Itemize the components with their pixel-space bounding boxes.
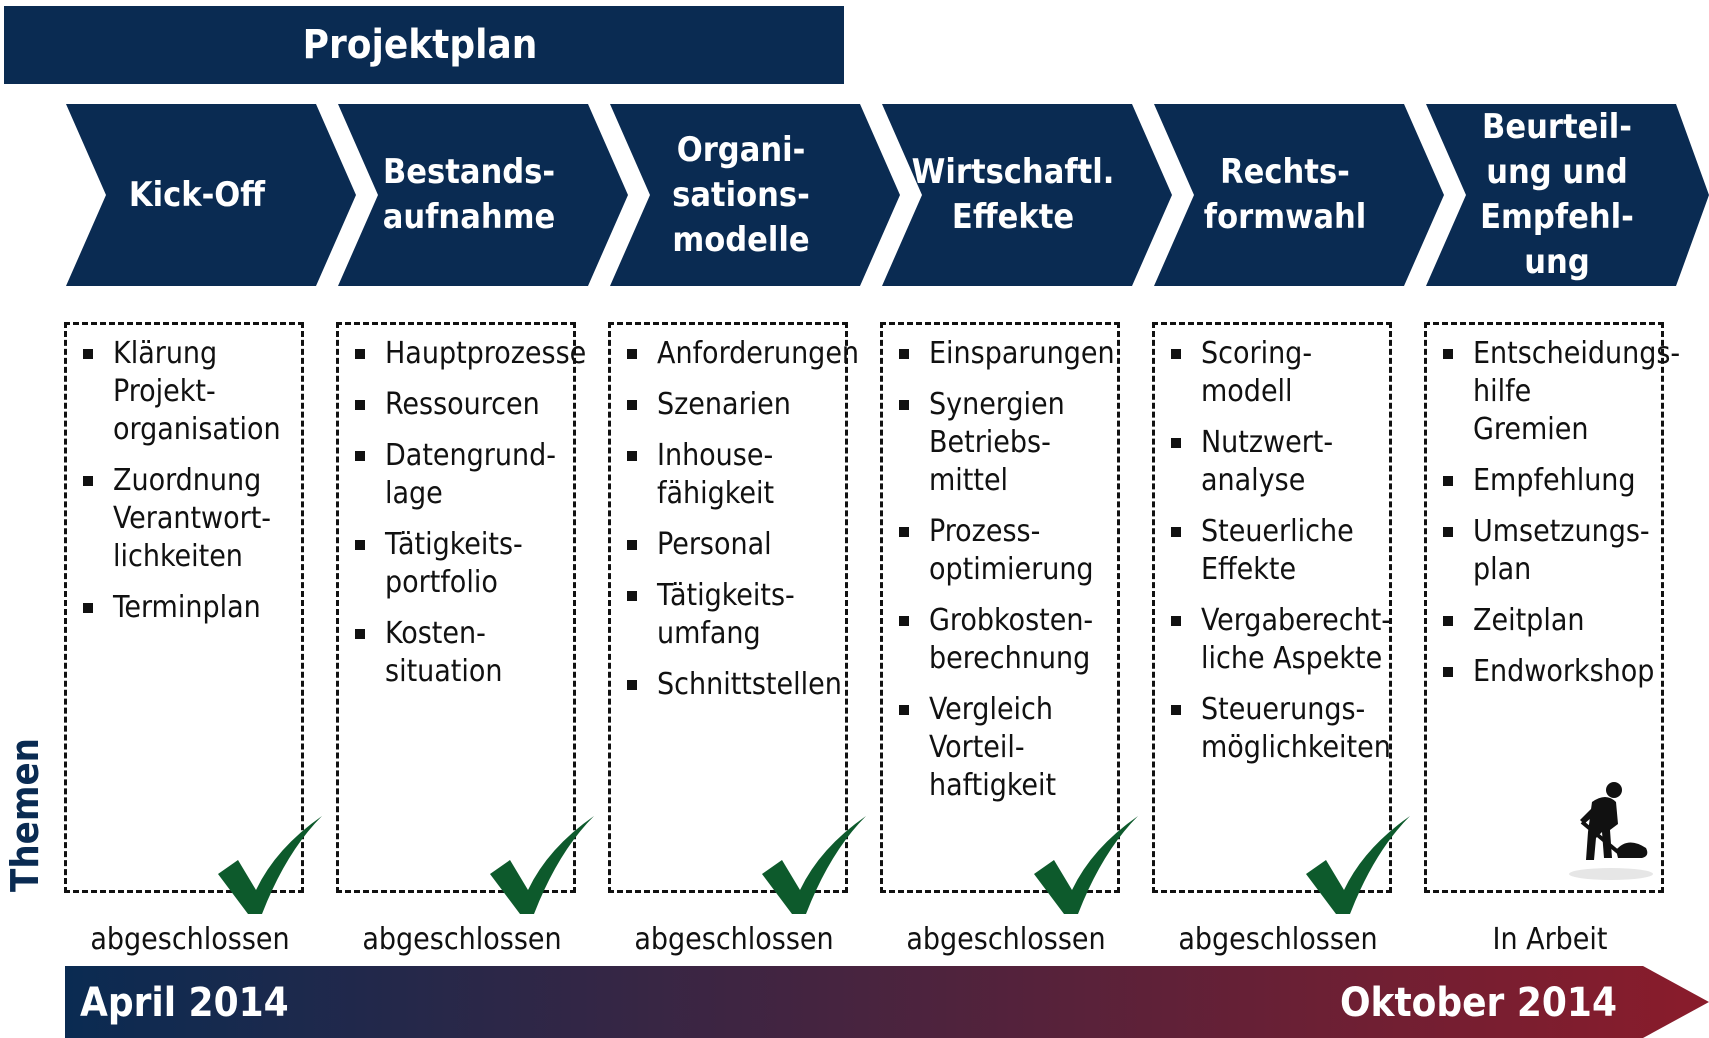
chevron-arrow-shape xyxy=(882,104,1172,286)
checkmark-icon xyxy=(1034,816,1138,914)
topic-box-1: Klärung Projekt-organisation Zuordnung V… xyxy=(64,322,304,893)
topic-item: Klärung Projekt-organisation xyxy=(81,335,295,449)
topic-item: Einsparungen xyxy=(897,335,1115,373)
topic-box-4: Einsparungen Synergien Betriebs-mittel P… xyxy=(880,322,1120,893)
phase-status: abgeschlossen xyxy=(906,922,1106,957)
topic-item: Scoring-modell xyxy=(1169,335,1383,411)
topic-item: Szenarien xyxy=(625,386,839,424)
construction-worker-icon xyxy=(1569,782,1653,880)
themen-side-label: Themen xyxy=(3,737,47,892)
phase-5-label: Rechts-formwahl xyxy=(1203,152,1367,237)
topic-list: Scoring-modell Nutzwert-analyse Steuerli… xyxy=(1155,325,1391,767)
topic-item: Empfehlung xyxy=(1441,462,1655,500)
phase-2-chevron: Bestands-aufnahme xyxy=(338,104,628,286)
phase-status: abgeschlossen xyxy=(90,922,290,957)
checkmark-icon xyxy=(762,816,866,914)
phase-3-label: Organi-sations-modelle xyxy=(672,129,810,260)
topic-list: Einsparungen Synergien Betriebs-mittel P… xyxy=(883,325,1117,805)
phase-4-chevron: Wirtschaftl. Effekte xyxy=(882,104,1172,286)
phase-2-label: Bestands-aufnahme xyxy=(382,152,556,237)
topic-item: Tätigkeits-portfolio xyxy=(353,526,567,602)
phase-1-chevron: Kick-Off xyxy=(66,104,356,286)
topic-item: Grobkosten-berechnung xyxy=(897,602,1111,678)
topic-item: Anforderungen xyxy=(625,335,859,373)
timeline-start-label: April 2014 xyxy=(80,980,289,1026)
chevron-arrow-shape xyxy=(66,104,356,286)
topic-box-6: Entscheidungs-hilfe Gremien Empfehlung U… xyxy=(1424,322,1680,893)
topic-list: Hauptprozesse Ressourcen Datengrund-lage… xyxy=(339,325,586,691)
topic-item: Personal xyxy=(625,526,839,564)
topic-box-2: Hauptprozesse Ressourcen Datengrund-lage… xyxy=(336,322,586,893)
phase-status: abgeschlossen xyxy=(1178,922,1378,957)
diagram-title: Projektplan xyxy=(4,6,844,84)
topic-item: Schnittstellen xyxy=(625,666,842,704)
topic-item: Inhouse-fähigkeit xyxy=(625,437,839,513)
topic-list: Entscheidungs-hilfe Gremien Empfehlung U… xyxy=(1427,325,1680,691)
phase-6-chevron: Beurteil-ung und Empfehl-ung xyxy=(1426,104,1709,286)
topic-item: Ressourcen xyxy=(353,386,567,424)
chevron-arrow-shape xyxy=(1426,104,1709,286)
topic-item: Entscheidungs-hilfe Gremien xyxy=(1441,335,1680,449)
timeline-arrow xyxy=(65,966,1709,1038)
phase-4-label: Wirtschaftl. Effekte xyxy=(911,152,1115,237)
chevron-arrow-shape xyxy=(338,104,628,286)
phase-6-label: Beurteil-ung und Empfehl-ung xyxy=(1480,107,1634,282)
topic-item: Hauptprozesse xyxy=(353,335,586,373)
chevron-arrow-shape xyxy=(1154,104,1444,286)
topic-item: Umsetzungs-plan xyxy=(1441,513,1655,589)
topic-item: Zeitplan xyxy=(1441,602,1655,640)
topic-item: Vergleich Vorteil-haftigkeit xyxy=(897,691,1111,805)
chevron-arrow-shape xyxy=(610,104,900,286)
topic-list: Anforderungen Szenarien Inhouse-fähigkei… xyxy=(611,325,859,704)
checkmark-icon xyxy=(218,816,322,914)
topic-item: Steuerliche Effekte xyxy=(1169,513,1383,589)
topic-item: Prozess-optimierung xyxy=(897,513,1111,589)
phase-status: In Arbeit xyxy=(1492,922,1608,957)
topic-box-5: Scoring-modell Nutzwert-analyse Steuerli… xyxy=(1152,322,1392,893)
checkmark-icon xyxy=(490,816,594,914)
topic-item: Steuerungs-möglichkeiten xyxy=(1169,691,1391,767)
checkmark-icon xyxy=(1306,816,1410,914)
topic-item: Endworkshop xyxy=(1441,653,1655,691)
topic-item: Datengrund-lage xyxy=(353,437,567,513)
timeline-end-label: Oktober 2014 xyxy=(1339,980,1617,1026)
topic-item: Terminplan xyxy=(81,589,295,627)
phase-5-chevron: Rechts-formwahl xyxy=(1154,104,1444,286)
phase-1-label: Kick-Off xyxy=(128,174,266,215)
topic-item: Synergien Betriebs-mittel xyxy=(897,386,1111,500)
topic-list: Klärung Projekt-organisation Zuordnung V… xyxy=(67,325,301,627)
topic-item: Zuordnung Verantwort-lichkeiten xyxy=(81,462,295,576)
topic-item: Vergaberecht-liche Aspekte xyxy=(1169,602,1391,678)
phase-3-chevron: Organi-sations-modelle xyxy=(610,104,900,286)
topic-item: Kosten-situation xyxy=(353,615,567,691)
phase-status: abgeschlossen xyxy=(362,922,562,957)
topic-item: Tätigkeits-umfang xyxy=(625,577,839,653)
topic-item: Nutzwert-analyse xyxy=(1169,424,1383,500)
topic-box-3: Anforderungen Szenarien Inhouse-fähigkei… xyxy=(608,322,859,893)
phase-status: abgeschlossen xyxy=(634,922,834,957)
